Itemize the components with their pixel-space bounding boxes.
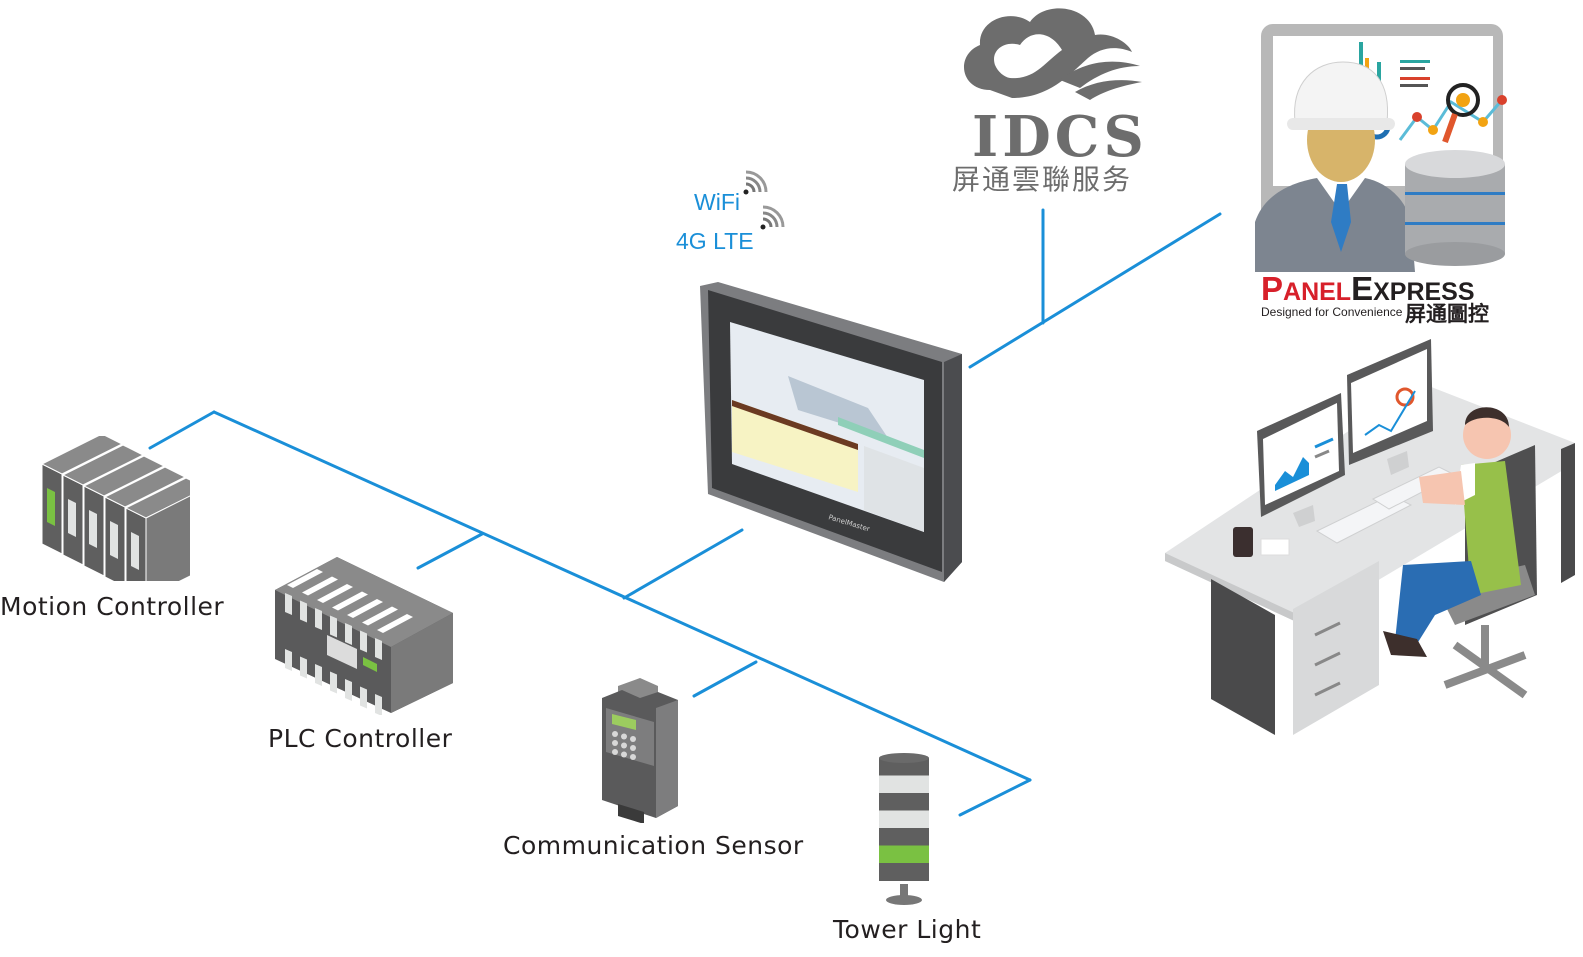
tower-light-icon: [879, 753, 929, 905]
link-bus-main: [212, 410, 1032, 782]
plc-pin: [360, 686, 367, 709]
motion-module: [40, 436, 124, 555]
plc-controller-icon: [275, 557, 453, 715]
keypad-key: [630, 736, 636, 742]
device-label-tower: Tower Light: [833, 915, 982, 944]
communication-sensor-icon: [602, 678, 678, 823]
idcs-subtitle: 屏通雲聯服务: [952, 163, 1133, 196]
plc-pin: [300, 600, 307, 623]
plc-pin: [375, 638, 382, 660]
plc-pin: [330, 615, 337, 638]
lte-signal-icon: [760, 205, 785, 230]
operator-workstation-illustration: [1165, 339, 1575, 735]
wifi-label: WiFi: [694, 189, 740, 215]
device-label-plc: PLC Controller: [268, 724, 453, 753]
link-sensor: [692, 660, 758, 698]
tower-band: [879, 758, 929, 776]
device-label-motion: Motion Controller: [0, 592, 225, 621]
plc-slot: [362, 606, 398, 626]
plc-pin: [345, 679, 352, 701]
plc-pin: [330, 671, 337, 694]
tower-band: [879, 810, 929, 829]
operator-person-icon: [1383, 407, 1521, 657]
plc-pin: [315, 664, 322, 686]
plc-pin: [315, 608, 322, 630]
panelexpress-brand: PANELEXPRESS: [1261, 270, 1475, 307]
plc-slot: [347, 599, 383, 618]
wifi-signal-icon: [743, 170, 768, 195]
database-icon: [1405, 150, 1505, 266]
keypad-key: [621, 733, 627, 740]
motion-module: [124, 477, 190, 581]
link-motion: [148, 410, 216, 450]
plc-slot: [302, 576, 338, 596]
device-label-sensor: Communication Sensor: [503, 831, 804, 860]
motion-module: [61, 444, 145, 566]
idcs-cloud-logo: IDCS 屏通雲聯服务: [950, 0, 1150, 200]
link-plc: [416, 532, 484, 570]
keypad-key: [621, 742, 627, 749]
pen-holder-icon: [1233, 527, 1253, 557]
plc-slot: [317, 584, 353, 603]
plc-slot: [332, 591, 368, 611]
lte-label: 4G LTE: [676, 228, 754, 254]
plc-pin: [300, 656, 307, 679]
plc-pin: [360, 630, 367, 653]
plc-pin: [375, 694, 382, 715]
plc-slot: [287, 569, 323, 588]
motion-controller-icon: [40, 436, 190, 581]
link-uplink: [968, 212, 1222, 369]
panelexpress-chinese-name: 屏通圖控: [1405, 302, 1489, 326]
tower-band: [879, 845, 929, 864]
plc-pin: [285, 593, 292, 615]
idcs-title: IDCS: [972, 104, 1148, 170]
tower-band: [879, 793, 929, 811]
tower-band: [879, 863, 929, 881]
keypad-key: [630, 745, 636, 751]
panelexpress-graphic: PANELEXPRESS Designed for Convenience 屏通…: [1255, 22, 1515, 326]
plc-pin: [285, 649, 292, 671]
engineer-monitor-database-icon: [1255, 24, 1507, 272]
keypad-key: [612, 740, 618, 746]
keypad-key: [612, 731, 618, 737]
cloud-icon: [963, 8, 1142, 100]
link-hmi: [622, 528, 744, 600]
keypad-key: [612, 749, 618, 755]
keypad-key: [621, 751, 627, 758]
panelexpress-tagline: Designed for Convenience: [1261, 305, 1403, 319]
tower-band: [879, 828, 929, 846]
keypad-key: [630, 754, 636, 760]
motion-module: [82, 455, 166, 577]
motion-module: [103, 466, 187, 581]
plc-slot: [377, 614, 413, 633]
hmi-touch-panel: PanelMaster: [700, 282, 962, 582]
plc-pin: [345, 623, 352, 645]
tower-band: [879, 775, 929, 794]
drawer-cabinet-icon: [1293, 561, 1379, 735]
desk-leg-icon: [1211, 579, 1275, 735]
tower-cap: [879, 753, 929, 763]
link-tower: [958, 778, 1032, 817]
